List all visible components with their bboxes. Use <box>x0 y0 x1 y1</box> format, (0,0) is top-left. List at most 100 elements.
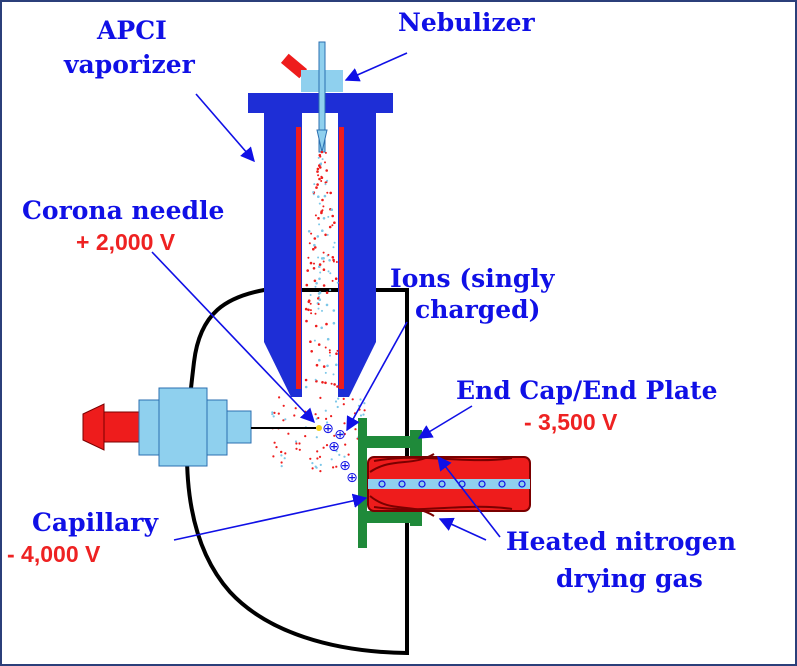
spray-droplet <box>307 308 310 312</box>
spray-droplet <box>282 404 285 407</box>
spray-droplet <box>320 210 323 213</box>
spray-droplet <box>316 457 319 460</box>
spray-droplet <box>280 454 283 457</box>
spray-droplet <box>310 350 314 353</box>
ion-symbol: ⊕ <box>346 470 358 486</box>
spray-droplet <box>318 263 322 266</box>
spray-droplet <box>315 436 318 439</box>
bore-ion <box>418 480 426 488</box>
spray-droplet <box>317 156 320 159</box>
nebulizer <box>301 41 343 153</box>
spray-droplet <box>331 224 334 227</box>
spray-droplet <box>332 321 336 325</box>
spray-droplet <box>328 225 332 229</box>
spray-droplet <box>326 421 329 424</box>
spray-droplet <box>329 289 332 292</box>
spray-droplet <box>304 378 308 382</box>
spray-droplet <box>309 309 312 312</box>
spray-droplet <box>330 208 334 211</box>
spray-droplet <box>333 221 336 224</box>
spray-droplet <box>317 174 320 177</box>
spray-droplet <box>316 167 320 171</box>
spray-droplet <box>314 312 317 315</box>
ions-label-line1: Ions (singly <box>390 264 555 293</box>
corona-needle-voltage: + 2,000 V <box>76 229 176 255</box>
spray-droplet <box>311 462 314 465</box>
spray-droplet <box>318 202 321 205</box>
spray-droplet <box>326 233 329 236</box>
spray-droplet <box>318 277 321 281</box>
spray-droplet <box>284 452 287 455</box>
spray-droplet <box>318 291 322 294</box>
spray-droplet <box>326 191 329 194</box>
spray-droplet <box>287 432 290 435</box>
spray-droplet <box>324 381 327 385</box>
spray-droplet <box>322 446 325 449</box>
spray-droplet <box>305 283 309 287</box>
spray-droplet <box>332 466 335 469</box>
spray-droplet <box>328 259 331 262</box>
bore-ion <box>518 480 526 488</box>
spray-droplet <box>359 414 363 417</box>
spray-droplet <box>347 453 350 456</box>
spray-droplet <box>329 272 332 275</box>
spray-droplet <box>320 150 324 154</box>
arrow-end-cap <box>417 405 473 439</box>
spray-droplet <box>351 398 354 401</box>
spray-droplet <box>323 194 327 198</box>
spray-droplet <box>322 251 325 254</box>
spray-droplet <box>324 183 327 186</box>
bore-ion <box>438 480 446 488</box>
spray-droplet <box>334 277 338 281</box>
spray-droplet <box>316 183 319 186</box>
spray-droplet <box>313 183 316 186</box>
arrow-drying-gas-lower <box>438 517 487 541</box>
spray-droplet <box>319 470 322 473</box>
spray-droplet <box>313 243 316 247</box>
spray-droplet <box>314 246 317 249</box>
spray-droplet <box>336 385 339 388</box>
spray-droplet <box>314 324 318 328</box>
spray-droplet <box>284 418 287 421</box>
spray-droplet <box>331 279 334 282</box>
spray-droplet <box>319 396 322 399</box>
spray-droplet <box>280 461 283 464</box>
spray-droplet <box>342 403 345 406</box>
spray-droplet <box>322 257 325 260</box>
spray-droplet <box>320 326 324 330</box>
spray-droplet <box>330 415 333 418</box>
spray-droplet <box>307 299 311 303</box>
spray-droplet <box>314 413 317 416</box>
spray-droplet <box>309 302 312 305</box>
spray-droplet <box>313 339 316 342</box>
spray-droplet <box>343 422 346 425</box>
spray-droplet <box>324 161 326 164</box>
ion-symbol: ⊕ <box>334 427 346 443</box>
spray-droplet <box>317 416 320 420</box>
spray-droplet <box>326 364 329 368</box>
spray-droplet <box>338 453 341 456</box>
spray-droplet <box>322 365 326 368</box>
arrow-corona-needle <box>151 251 315 424</box>
spray-droplet <box>328 349 331 352</box>
spray-droplet <box>314 378 317 381</box>
spray-droplet <box>315 363 319 367</box>
spray-droplet <box>317 256 320 259</box>
spray-droplet <box>354 428 357 431</box>
arrow-apci-vaporizer <box>195 93 255 163</box>
spray-droplet <box>304 385 308 389</box>
spray-droplet <box>271 413 274 416</box>
spray-droplet <box>310 232 313 235</box>
spray-droplet <box>318 455 322 458</box>
drying-gas-label-line2: drying gas <box>556 564 703 593</box>
spray-droplet <box>313 237 317 240</box>
spray-droplet <box>317 307 320 310</box>
spray-droplet <box>271 411 274 414</box>
spray-droplet <box>331 214 335 218</box>
spray-droplet <box>320 180 323 182</box>
spray-droplet <box>327 270 330 273</box>
ion-symbol: ⊕ <box>322 421 334 437</box>
end-cap-voltage: - 3,500 V <box>524 409 618 435</box>
spray-droplet <box>324 151 327 154</box>
